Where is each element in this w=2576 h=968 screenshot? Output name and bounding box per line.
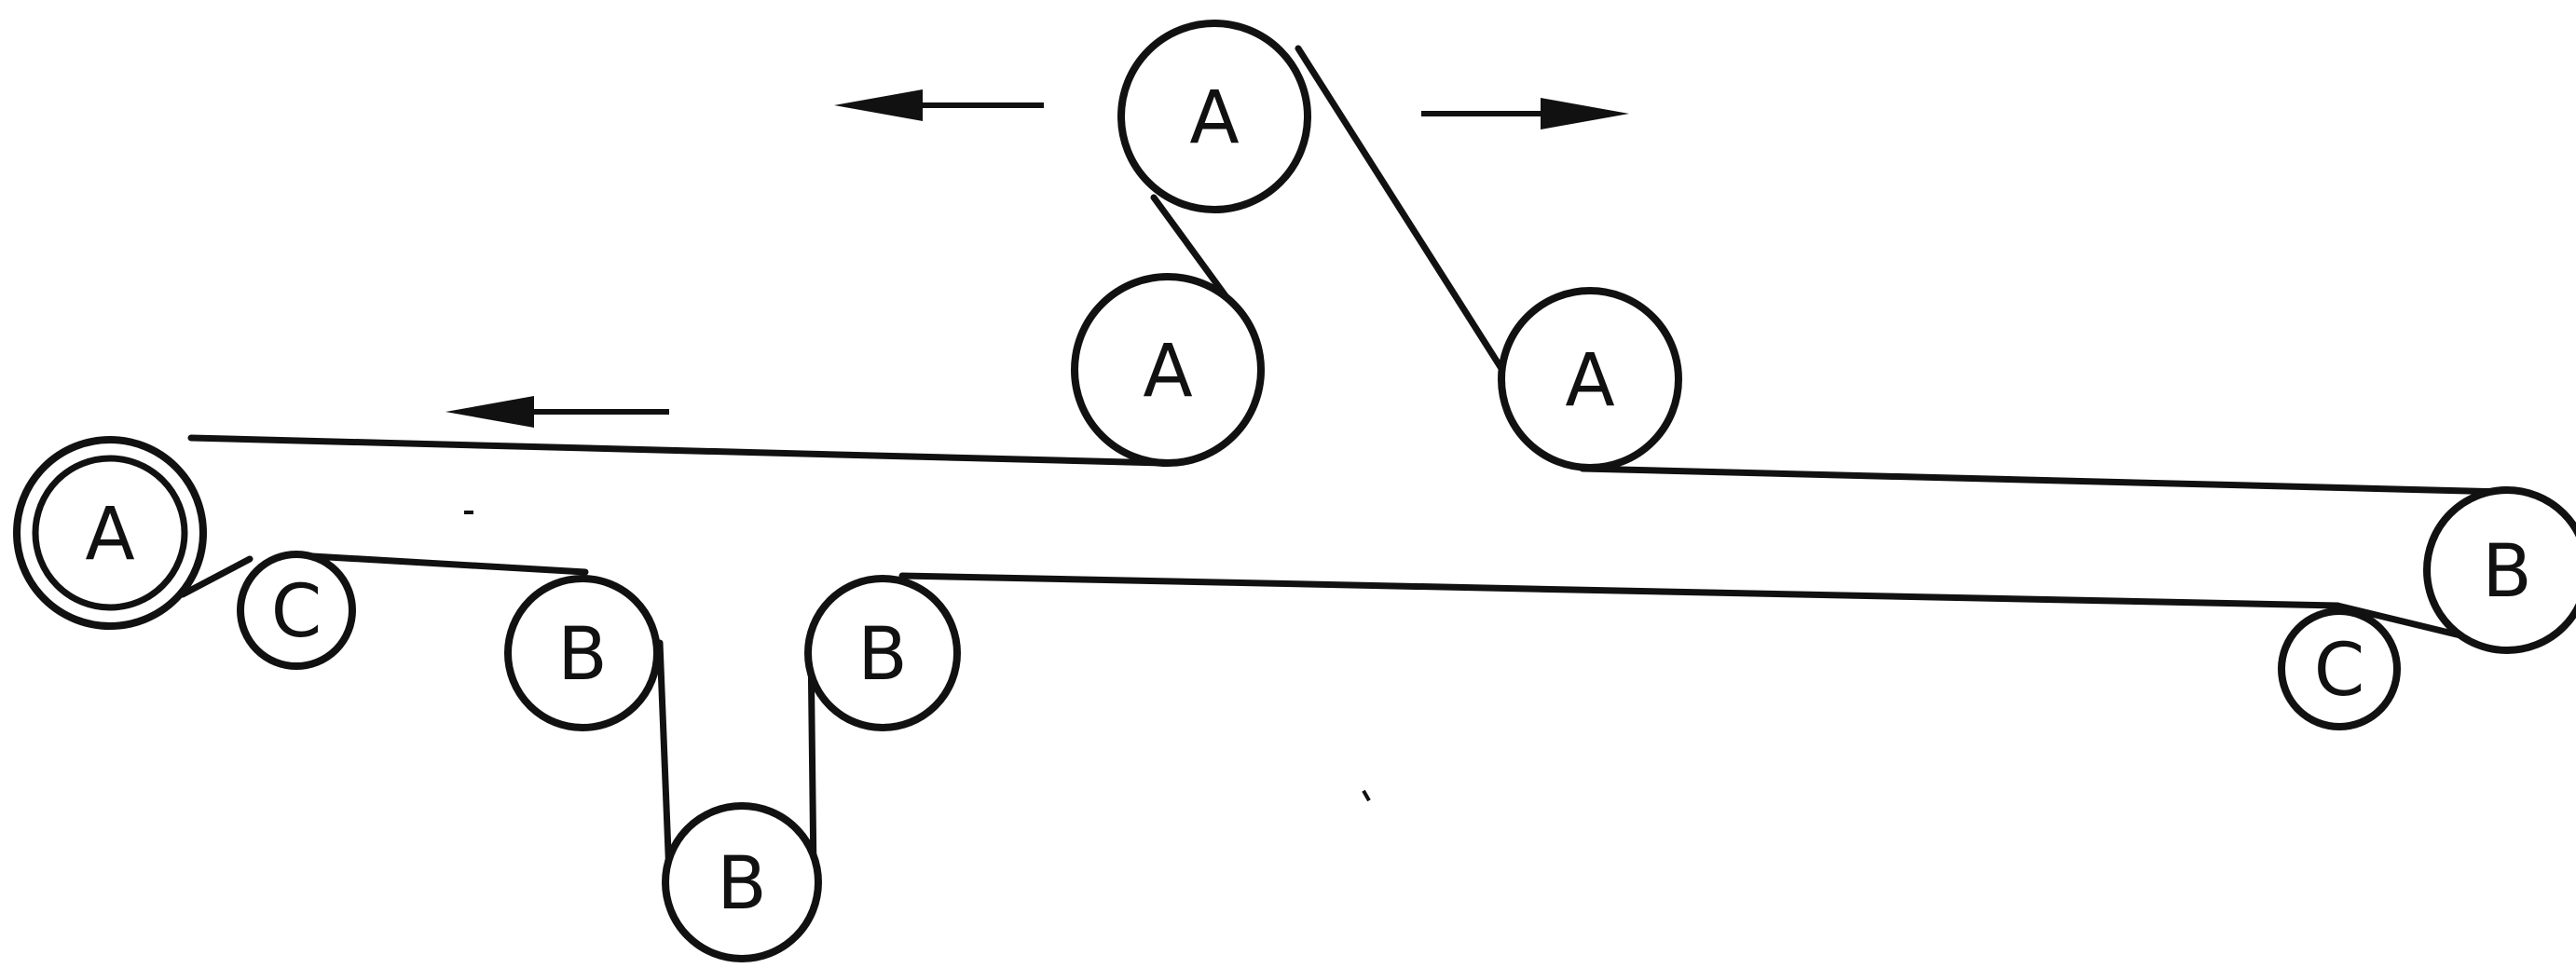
- pulley-label: A: [1565, 339, 1614, 423]
- arrow-head: [1541, 98, 1629, 130]
- stray-mark: [464, 511, 473, 514]
- pulley-upper-mid-right: A: [1498, 287, 1682, 471]
- pulley-circle: [804, 575, 961, 731]
- pulley-label: B: [557, 613, 608, 697]
- pulley-label: A: [1189, 76, 1239, 160]
- belt-segment: [1579, 465, 2511, 496]
- pulley-label: A: [1143, 330, 1192, 414]
- arrows-group: [445, 89, 1629, 428]
- belt-segment: [1295, 45, 1511, 381]
- belt-segment: [898, 572, 2341, 609]
- pulley-drive-left: A: [13, 436, 207, 630]
- belt-segment: [187, 434, 1167, 467]
- belt-path: [179, 45, 2511, 879]
- pulleys-group: A A A A C B B B B C: [13, 20, 2576, 962]
- pulley-label: A: [85, 493, 134, 577]
- pulley-loop-right: B: [804, 575, 961, 731]
- belt-left-arrow-icon: [445, 396, 669, 428]
- arrow-head: [445, 396, 534, 428]
- pulley-end-right: B: [2423, 486, 2576, 654]
- pulley-tensioner-left: C: [237, 551, 356, 670]
- pulley-label: C: [271, 570, 322, 654]
- pulley-loop-left: B: [504, 575, 661, 731]
- belt-segment: [293, 552, 589, 576]
- pulley-label: B: [717, 842, 767, 926]
- pulley-label: B: [2482, 530, 2532, 614]
- top-left-arrow-icon: [834, 89, 1044, 121]
- pulley-loop-bottom: B: [662, 802, 822, 962]
- pulley-circle: [13, 436, 207, 630]
- pulley-circle: [504, 575, 661, 731]
- belt-segment: [179, 555, 253, 598]
- pulley-circle: [1071, 273, 1265, 467]
- pulley-upper-mid-left: A: [1071, 273, 1265, 467]
- pulley-label: C: [2314, 629, 2364, 713]
- belt-segment: [656, 639, 673, 879]
- pulley-tensioner-right: C: [2278, 607, 2401, 730]
- pulley-circle: [237, 551, 356, 670]
- top-right-arrow-icon: [1421, 98, 1629, 130]
- pulley-circle: [2423, 486, 2576, 654]
- stray-mark: [1362, 789, 1371, 802]
- pulley-circle: [1117, 20, 1311, 213]
- stray-marks: [464, 511, 1371, 802]
- pulley-circle: [1498, 287, 1682, 471]
- pulley-circle: [2278, 607, 2401, 730]
- arrow-head: [834, 89, 923, 121]
- pulley-top: A: [1117, 20, 1311, 213]
- pulley-label: B: [857, 613, 908, 697]
- pulley-inner-ring: [32, 455, 188, 611]
- pulley-circle: [662, 802, 822, 962]
